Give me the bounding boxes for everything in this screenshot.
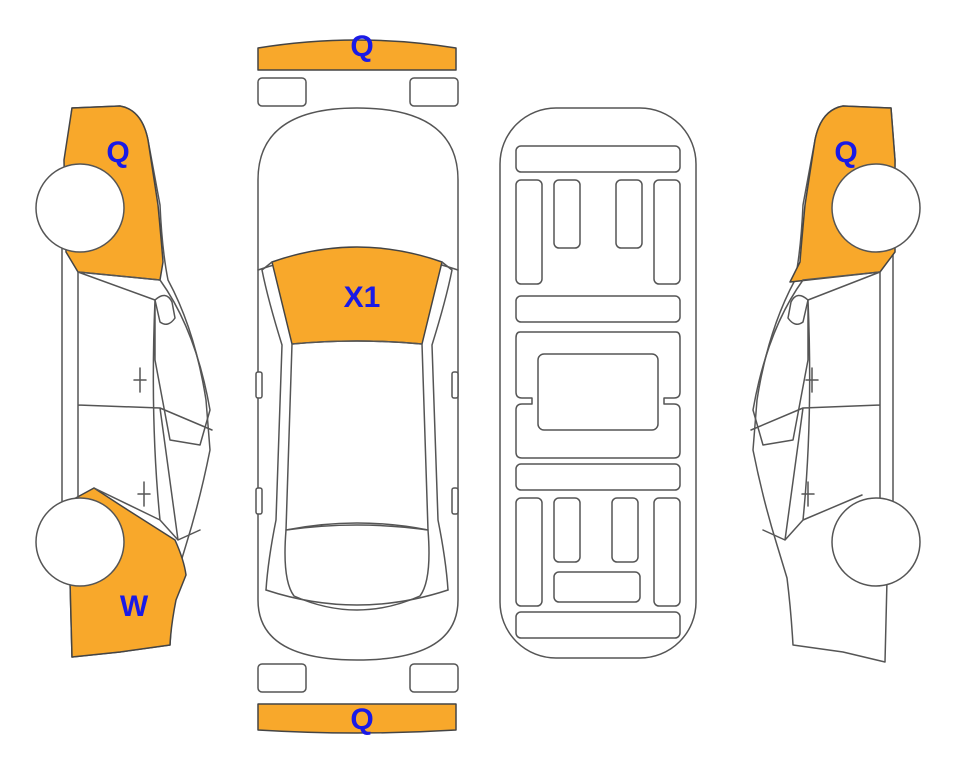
left-side-handle-front — [133, 367, 147, 393]
left-side-rear-wheel — [35, 497, 125, 587]
front-left-light — [257, 77, 307, 107]
side-windows — [261, 261, 453, 591]
right-side-mirror — [787, 294, 809, 325]
right-side-door-lines — [750, 271, 881, 541]
left-side-front-wheel — [35, 163, 125, 253]
rear-bumper-code: Q — [350, 703, 373, 736]
right-side-handle-rear — [801, 481, 815, 507]
front-bumper-damage[interactable] — [257, 39, 457, 71]
top-view: Q X1 Q — [255, 30, 459, 736]
rear-left-light — [257, 663, 307, 693]
left-mirror — [255, 371, 263, 399]
trunk-line — [265, 589, 449, 606]
left-side-rear-code: W — [120, 590, 149, 623]
front-left-pan — [553, 179, 581, 249]
rear-left-pan — [553, 497, 581, 563]
rear-center-panel — [553, 571, 641, 603]
left-handle — [255, 487, 263, 515]
left-side-mirror — [154, 294, 176, 325]
right-side-rear-wheel — [831, 497, 921, 587]
right-side-view: Q — [750, 105, 921, 663]
mid-crossmember-rear — [515, 463, 681, 491]
top-body — [257, 107, 459, 661]
windshield-code: X1 — [344, 281, 381, 314]
left-side-door-lines — [77, 271, 213, 541]
rear-right-pan — [611, 497, 639, 563]
left-side-front-code: Q — [106, 136, 129, 169]
floor-center-panel — [537, 353, 659, 431]
front-left-rail — [515, 179, 543, 285]
front-right-pan — [615, 179, 643, 249]
left-side-view: Q W — [35, 105, 213, 658]
mid-crossmember-front — [515, 295, 681, 323]
right-side-front-wheel — [831, 163, 921, 253]
front-right-rail — [653, 179, 681, 285]
right-side-front-code: Q — [834, 136, 857, 169]
front-crossmember — [515, 145, 681, 173]
rear-right-light — [409, 663, 459, 693]
rear-left-rail — [515, 497, 543, 607]
front-right-light — [409, 77, 459, 107]
right-mirror — [451, 371, 459, 399]
rear-bumper-damage[interactable] — [257, 703, 457, 734]
rear-window — [284, 522, 430, 611]
left-side-handle-rear — [137, 481, 151, 507]
underbody-view — [499, 107, 697, 659]
rear-crossmember — [515, 611, 681, 639]
right-handle — [451, 487, 459, 515]
right-side-handle-front — [805, 367, 819, 393]
rear-right-rail — [653, 497, 681, 607]
front-bumper-code: Q — [350, 30, 373, 63]
